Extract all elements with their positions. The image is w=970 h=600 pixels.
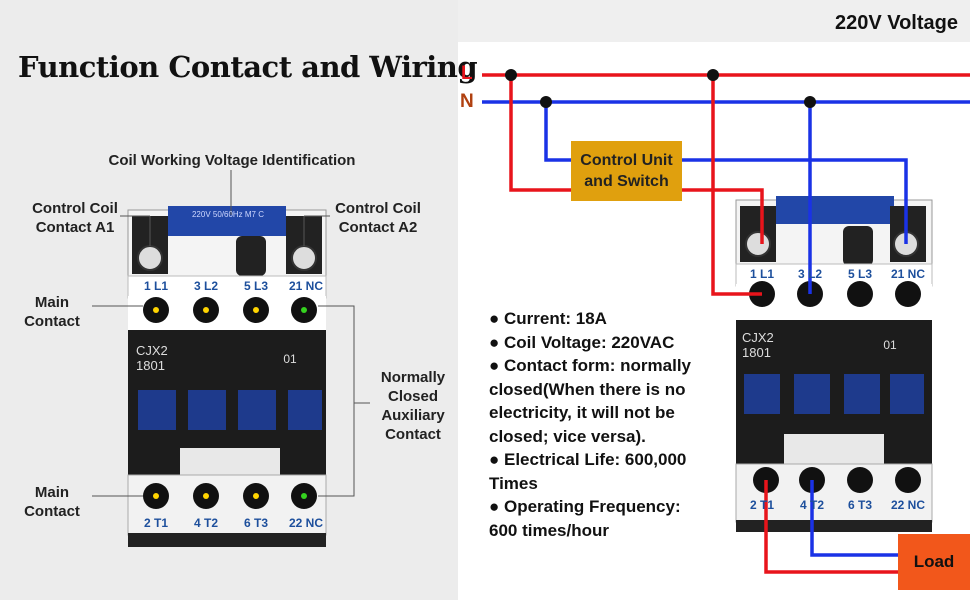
bottom-term-label-right: 6 T3 [847, 498, 872, 512]
wiring [482, 73, 970, 574]
bottom-term-label-right: 4 T2 [799, 498, 824, 512]
voltage-label: 220V Voltage [834, 12, 958, 34]
bottom-term-label: 6 T3 [243, 516, 268, 530]
neutral-to-control [544, 102, 571, 162]
page-title: Function Contact and Wiring [18, 50, 478, 84]
contactor-left [127, 206, 327, 547]
t1-to-load [764, 480, 898, 574]
coil-voltage-plate-right [776, 196, 894, 224]
spec-item: ● Contact form: normally closed(When the… [489, 356, 692, 446]
top-term-label-right: 1 L1 [749, 267, 774, 281]
aux-code-label-right: 01 [883, 338, 897, 352]
live-to-l1 [711, 75, 762, 296]
live-to-control [509, 75, 571, 192]
junction-dot [707, 69, 719, 81]
window-3 [238, 390, 276, 430]
coil-terminal-a2 [291, 245, 317, 271]
top-bar [458, 0, 970, 42]
spec-item: ● Current: 18A [489, 309, 607, 328]
bottom-term-label: 2 T1 [143, 516, 168, 530]
contactor-left-feet [128, 533, 326, 547]
window-1 [138, 390, 176, 430]
top-term-label-right: 3 L2 [797, 267, 822, 281]
top-term-label: 1 L1 [143, 279, 168, 293]
junction-dot [540, 96, 552, 108]
junction-dot [804, 96, 816, 108]
control-to-a1 [682, 188, 764, 244]
spec-item: ● Electrical Life: 600,000 Times [489, 450, 687, 493]
coil-voltage-id-label: Coil Working Voltage Identification [108, 152, 356, 169]
junction-dot [505, 69, 517, 81]
aux-code-label: 01 [283, 352, 297, 366]
top-term-label: 21 NC [288, 279, 323, 293]
spec-item: ● Coil Voltage: 220VAC [489, 332, 675, 352]
coil-voltage-plate [168, 206, 286, 236]
neutral-line-label: N [460, 91, 474, 112]
leader-lines [92, 170, 370, 497]
bottom-term-label: 4 T2 [193, 516, 218, 530]
top-term-label-right: 5 L3 [847, 267, 872, 281]
coil-terminal-a1 [137, 245, 163, 271]
spec-item: ● Operating Frequency: 600 times/hour [489, 497, 681, 540]
load-box: Load [898, 534, 970, 590]
contactor-right [735, 196, 933, 532]
bottom-term-label: 22 NC [288, 516, 323, 530]
top-term-label-right: 21 NC [890, 267, 925, 281]
bottom-term-label-right: 2 T1 [749, 498, 774, 512]
t2-to-load [810, 480, 898, 557]
spec-list: ● Current: 18A ● Coil Voltage: 220VAC ● … [489, 307, 709, 542]
bottom-term-label-right: 22 NC [890, 498, 925, 512]
control-to-a2 [682, 158, 908, 244]
top-term-label: 5 L3 [243, 279, 268, 293]
window-2 [188, 390, 226, 430]
live-line-label: L [461, 63, 473, 84]
top-term-label: 3 L2 [193, 279, 218, 293]
coil-plate-text: 220V 50/60Hz M7 C [191, 210, 265, 219]
coil-center-slot [236, 236, 266, 276]
window-4 [288, 390, 322, 430]
